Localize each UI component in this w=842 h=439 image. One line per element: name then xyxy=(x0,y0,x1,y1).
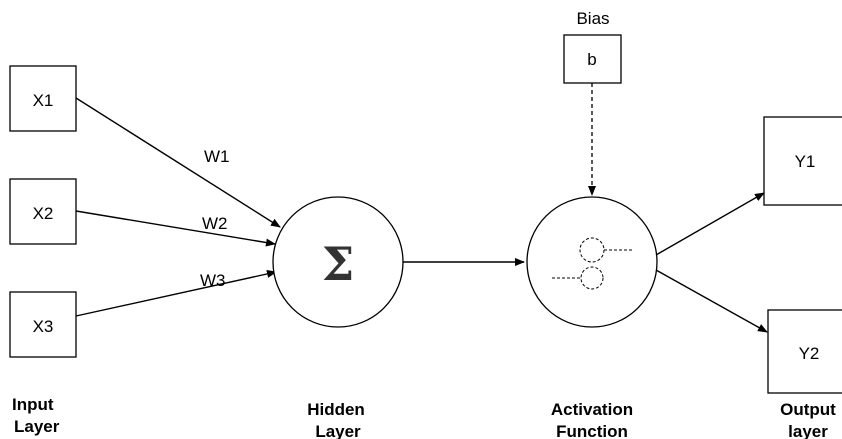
weight-label-w1: W1 xyxy=(204,147,230,166)
bias-title: Bias xyxy=(576,9,609,28)
caption-output-line1: Output xyxy=(780,400,836,419)
caption-hidden-line1: Hidden xyxy=(307,400,365,419)
bias-node: b xyxy=(563,34,622,84)
output-label-y1: Y1 xyxy=(795,152,816,171)
caption-input-line1: Input xyxy=(12,395,54,414)
edge-activation-y2 xyxy=(655,269,768,333)
edge-x3-hidden xyxy=(75,270,277,317)
bias-symbol: b xyxy=(587,50,596,69)
input-node-x2: X2 xyxy=(9,178,77,245)
edge-x2-hidden xyxy=(75,210,276,247)
output-label-y2: Y2 xyxy=(799,344,820,363)
input-label-x2: X2 xyxy=(33,204,54,223)
weight-label-w2: W2 xyxy=(202,214,228,233)
caption-activation-line2: Function xyxy=(556,422,628,439)
activation-node xyxy=(526,196,658,328)
caption-activation-line1: Activation xyxy=(551,400,633,419)
edge-activation-y1 xyxy=(655,192,765,256)
weight-label-w3: W3 xyxy=(200,271,226,290)
caption-output-line2: layer xyxy=(788,422,828,439)
caption-input-line2: Layer xyxy=(14,417,60,436)
caption-hidden-line2: Layer xyxy=(315,422,361,439)
output-node-y2: Y2 xyxy=(767,309,842,394)
input-node-x1: X1 xyxy=(9,65,77,132)
output-node-y1: Y1 xyxy=(763,116,842,206)
activation-function-icon xyxy=(552,237,632,290)
hidden-node: Σ xyxy=(272,196,404,328)
sigma-symbol: Σ xyxy=(322,237,355,291)
input-node-x3: X3 xyxy=(9,291,77,358)
input-label-x1: X1 xyxy=(33,91,54,110)
edge-x1-hidden xyxy=(75,97,281,228)
input-label-x3: X3 xyxy=(33,317,54,336)
